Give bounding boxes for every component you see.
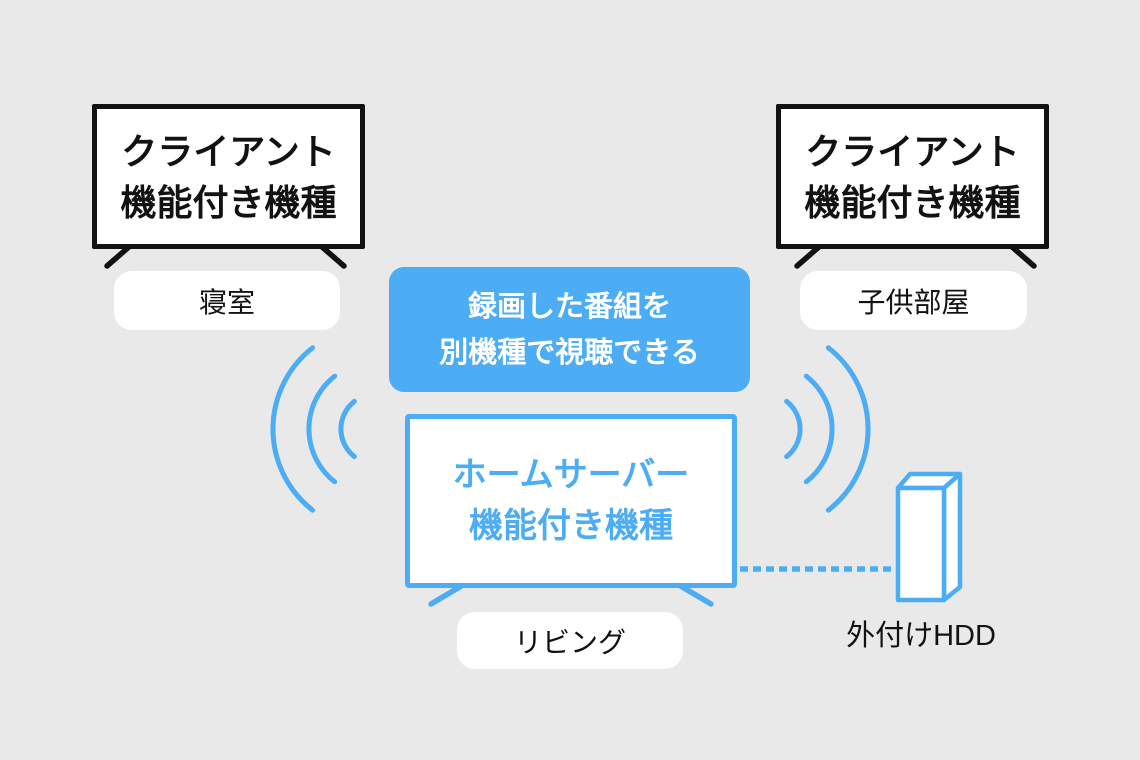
callout-line2: 別機種で視聴できる <box>439 336 700 369</box>
room-label-bedroom-text: 寝室 <box>198 286 255 318</box>
external-hdd-icon <box>895 471 963 603</box>
hdd-front-face <box>895 485 947 603</box>
server-tv-label-line2: 機能付き機種 <box>469 507 673 545</box>
client-tv-left: クライアント 機能付き機種 <box>92 104 365 249</box>
room-label-kids-room: 子供部屋 <box>800 271 1027 330</box>
room-label-kids-room-text: 子供部屋 <box>857 286 970 318</box>
room-label-living: リビング <box>457 612 683 669</box>
client-tv-left-label-line2: 機能付き機種 <box>120 181 337 223</box>
client-tv-left-label-line1: クライアント <box>121 130 336 172</box>
server-tv: ホームサーバー 機能付き機種 <box>405 414 737 588</box>
tv-legs-client-right-icon <box>794 243 1037 269</box>
room-label-living-text: リビング <box>513 626 626 658</box>
server-tv-label-line1: ホームサーバー <box>452 456 690 494</box>
tv-legs-server-icon <box>428 582 714 607</box>
tv-legs-client-left-icon <box>104 243 347 269</box>
client-tv-right: クライアント 機能付き機種 <box>776 104 1049 249</box>
hdd-side-face <box>941 471 963 603</box>
wifi-signal-left-icon <box>270 345 357 513</box>
hdd-label: 外付けHDD <box>846 620 996 652</box>
callout-line1: 録画した番組を <box>467 290 671 323</box>
client-tv-right-label-line2: 機能付き機種 <box>804 181 1021 223</box>
callout-bubble: 録画した番組を 別機種で視聴できる <box>389 267 750 392</box>
wifi-signal-right-icon <box>784 345 871 513</box>
room-label-bedroom: 寝室 <box>114 271 340 330</box>
client-tv-right-label-line1: クライアント <box>805 130 1020 172</box>
